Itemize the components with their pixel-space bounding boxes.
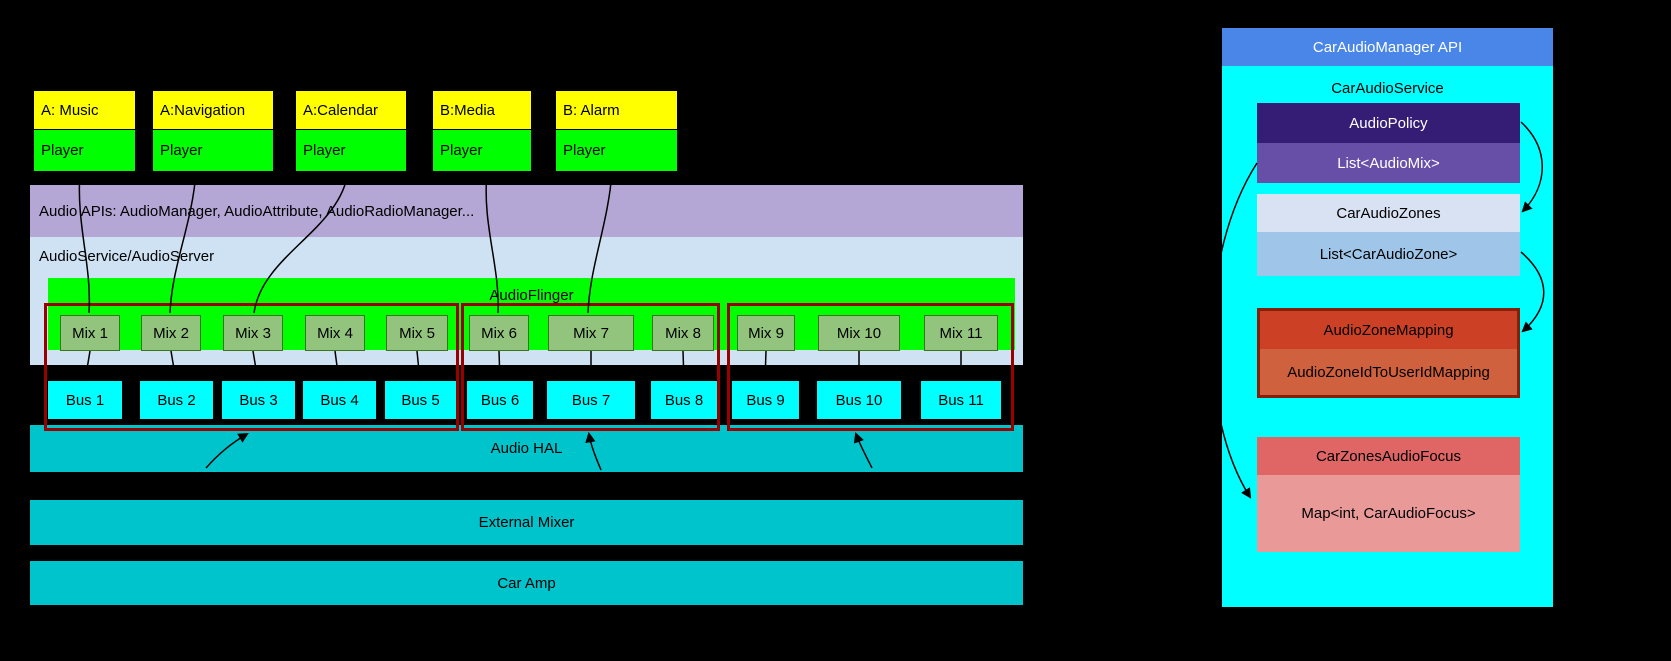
mix-box: Mix 11	[924, 315, 998, 351]
car-zones-audio-focus-title: CarZonesAudioFocus	[1257, 437, 1520, 475]
app-player: Player	[33, 130, 136, 172]
car-amp-bar: Car Amp	[30, 561, 1023, 605]
bus-box: Bus 9	[732, 381, 799, 419]
bus-box: Bus 10	[817, 381, 901, 419]
mix-box: Mix 2	[141, 315, 201, 351]
map-int-car-audio-focus: Map<int, CarAudioFocus>	[1257, 475, 1520, 552]
app-card-navigation: A:Navigation Player	[152, 90, 274, 172]
external-mixer-label: External Mixer	[478, 514, 575, 531]
bus-box: Bus 11	[921, 381, 1001, 419]
bus-box: Bus 5	[385, 381, 456, 419]
app-card-calendar: A:Calendar Player	[295, 90, 407, 172]
app-title: B: Alarm	[555, 90, 678, 130]
audio-policy-box: AudioPolicy List<AudioMix>	[1257, 103, 1520, 183]
car-audio-zones-box: CarAudioZones List<CarAudioZone>	[1257, 194, 1520, 276]
mix-box: Mix 4	[305, 315, 365, 351]
app-title: A: Music	[33, 90, 136, 130]
bus-box: Bus 6	[467, 381, 533, 419]
bus-box: Bus 3	[222, 381, 295, 419]
mix-box: Mix 1	[60, 315, 120, 351]
audio-policy-title: AudioPolicy	[1257, 103, 1520, 143]
bus-box: Bus 4	[303, 381, 376, 419]
car-audio-zones-title: CarAudioZones	[1257, 194, 1520, 232]
audio-zone-id-to-user-id-mapping: AudioZoneIdToUserIdMapping	[1260, 349, 1517, 395]
car-amp-label: Car Amp	[497, 574, 556, 592]
audio-apis-label: Audio APIs: AudioManager, AudioAttribute…	[39, 202, 475, 220]
mix-box: Mix 8	[652, 315, 714, 351]
car-audio-service-panel: CarAudioService AudioPolicy List<AudioMi…	[1222, 66, 1553, 607]
mix-box: Mix 7	[548, 315, 634, 351]
car-audio-manager-api-label: CarAudioManager API	[1312, 38, 1463, 56]
list-audio-mix: List<AudioMix>	[1257, 143, 1520, 183]
bus-box: Bus 2	[140, 381, 213, 419]
zone-group-1-outline	[44, 303, 459, 431]
audio-zone-mapping-box: AudioZoneMapping AudioZoneIdToUserIdMapp…	[1257, 308, 1520, 398]
mix-box: Mix 5	[386, 315, 448, 351]
app-player: Player	[432, 130, 532, 172]
app-card-alarm: B: Alarm Player	[555, 90, 678, 172]
mix-box: Mix 9	[737, 315, 795, 351]
app-card-media: B:Media Player	[432, 90, 532, 172]
list-car-audio-zone: List<CarAudioZone>	[1257, 232, 1520, 276]
app-title: B:Media	[432, 90, 532, 130]
zone-group-3-outline	[727, 303, 1014, 431]
audio-service-label: AudioService/AudioServer	[39, 248, 215, 265]
mix-box: Mix 10	[818, 315, 900, 351]
audio-hal-bar: Audio HAL	[30, 425, 1023, 472]
audio-zone-mapping-title: AudioZoneMapping	[1260, 311, 1517, 349]
app-title: A:Navigation	[152, 90, 274, 130]
audio-apis-bar: Audio APIs: AudioManager, AudioAttribute…	[30, 185, 1023, 237]
bus-box: Bus 7	[547, 381, 635, 419]
app-card-music: A: Music Player	[33, 90, 136, 172]
audio-hal-label: Audio HAL	[490, 440, 563, 457]
mix-box: Mix 3	[223, 315, 283, 351]
app-title: A:Calendar	[295, 90, 407, 130]
car-audio-manager-api-header: CarAudioManager API	[1222, 28, 1553, 66]
car-audio-service-label: CarAudioService	[1331, 80, 1444, 97]
mix-box: Mix 6	[469, 315, 529, 351]
bus-box: Bus 1	[48, 381, 122, 419]
external-mixer-bar: External Mixer	[30, 500, 1023, 545]
car-zones-audio-focus-box: CarZonesAudioFocus Map<int, CarAudioFocu…	[1257, 437, 1520, 552]
app-player: Player	[152, 130, 274, 172]
bus-box: Bus 8	[651, 381, 717, 419]
audio-flinger-label: AudioFlinger	[489, 287, 574, 304]
app-player: Player	[555, 130, 678, 172]
app-player: Player	[295, 130, 407, 172]
